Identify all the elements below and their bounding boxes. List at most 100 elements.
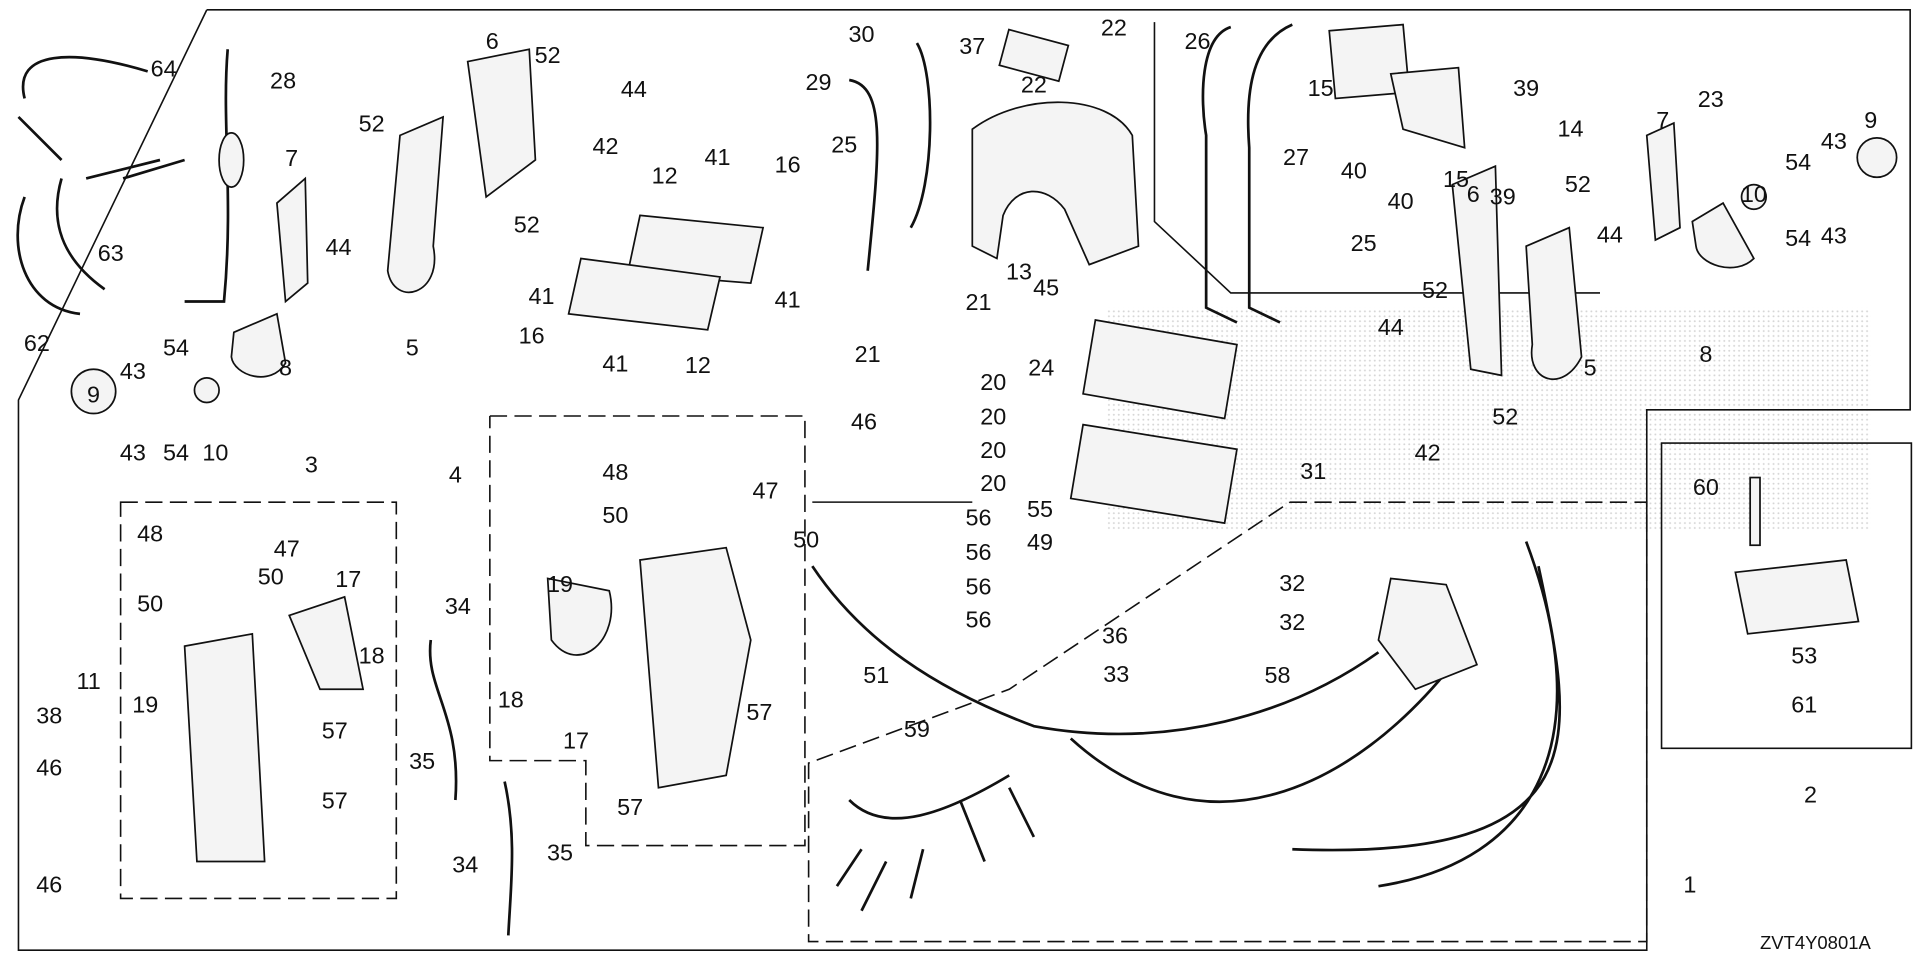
- part-callout: 3: [305, 452, 318, 478]
- part-callout: 46: [36, 871, 62, 897]
- part-callout: 6: [486, 28, 499, 54]
- part-callout: 15: [1308, 75, 1334, 101]
- part-callout: 50: [137, 591, 163, 617]
- part-callout: 39: [1513, 75, 1539, 101]
- part-callout: 27: [1283, 144, 1309, 170]
- part-callout: 54: [163, 335, 189, 361]
- part-callout: 62: [24, 330, 50, 356]
- part-callout: 34: [445, 593, 471, 619]
- part-callout: 18: [498, 687, 524, 713]
- part-callout: 49: [1027, 529, 1053, 555]
- part-callout: 20: [980, 437, 1006, 463]
- part-callout: 36: [1102, 623, 1128, 649]
- part-callout: 26: [1185, 28, 1211, 54]
- part-callout: 35: [409, 748, 435, 774]
- part-callout: 18: [359, 642, 385, 668]
- part-callout: 42: [1415, 439, 1441, 465]
- part-callout: 9: [1864, 107, 1877, 133]
- part-callout: 56: [965, 573, 991, 599]
- part-callout: 52: [514, 212, 540, 238]
- part-callout: 43: [1821, 128, 1847, 154]
- part-callout: 8: [1699, 341, 1712, 367]
- part-callout: 2: [1804, 781, 1817, 807]
- part-callout: 54: [163, 439, 189, 465]
- part-callout: 47: [753, 477, 779, 503]
- part-callout: 19: [547, 571, 573, 597]
- part-callout: 38: [36, 703, 62, 729]
- part-callout: 25: [1351, 230, 1377, 256]
- part-callout: 50: [602, 502, 628, 528]
- part-callout: 7: [285, 145, 298, 171]
- part-callout: 30: [849, 21, 875, 47]
- part-callout: 19: [132, 692, 158, 718]
- part-callout: 45: [1033, 274, 1059, 300]
- part-callout: 16: [775, 151, 801, 177]
- part-callout: 37: [959, 33, 985, 59]
- part-callout: 4: [449, 461, 462, 487]
- part-callout: 46: [36, 754, 62, 780]
- part-callout: 33: [1103, 661, 1129, 687]
- part-callout: 50: [258, 564, 284, 590]
- part-callout: 40: [1388, 188, 1414, 214]
- part-callout: 12: [685, 352, 711, 378]
- part-callout: 21: [855, 341, 881, 367]
- part-callout: 58: [1265, 662, 1291, 688]
- group-2-box: [1660, 442, 1913, 750]
- part-callout: 41: [602, 351, 628, 377]
- part-callout: 14: [1557, 116, 1583, 142]
- part-callout: 56: [965, 607, 991, 633]
- part-callout: 52: [359, 111, 385, 137]
- part-callout: 51: [863, 662, 889, 688]
- part-callout: 46: [851, 409, 877, 435]
- part-callout: 56: [965, 505, 991, 531]
- part-callout: 24: [1028, 354, 1054, 380]
- part-callout: 55: [1027, 496, 1053, 522]
- part-callout: 39: [1490, 183, 1516, 209]
- part-callout: 52: [1422, 277, 1448, 303]
- part-callout: 63: [98, 240, 124, 266]
- part-callout: 52: [1565, 171, 1591, 197]
- part-callout: 44: [325, 234, 351, 260]
- part-callout: 29: [805, 69, 831, 95]
- part-callout: 5: [406, 335, 419, 361]
- part-callout: 41: [705, 144, 731, 170]
- part-callout: 17: [335, 566, 361, 592]
- part-callout: 10: [1741, 181, 1767, 207]
- part-callout: 7: [1656, 107, 1669, 133]
- part-callout: 20: [980, 404, 1006, 430]
- group-3-box: [119, 501, 398, 900]
- part-callout: 16: [519, 322, 545, 348]
- part-callout: 31: [1300, 458, 1326, 484]
- part-callout: 32: [1279, 609, 1305, 635]
- part-callout: 20: [980, 470, 1006, 496]
- part-callout: 10: [202, 439, 228, 465]
- part-callout: 1: [1683, 871, 1696, 897]
- part-callout: 12: [652, 162, 678, 188]
- part-callout: 48: [602, 459, 628, 485]
- part-callout: 17: [563, 727, 589, 753]
- drawing-code: ZVT4Y0801A: [1760, 932, 1871, 953]
- part-callout: 57: [322, 717, 348, 743]
- part-callout: 9: [87, 381, 100, 407]
- part-callout: 21: [965, 289, 991, 315]
- part-callout: 25: [831, 132, 857, 158]
- part-callout: 43: [1821, 223, 1847, 249]
- part-callout: 11: [76, 668, 100, 694]
- part-callout: 57: [617, 794, 643, 820]
- part-callout: 54: [1785, 149, 1811, 175]
- part-callout: 15: [1443, 166, 1469, 192]
- part-callout: 22: [1021, 71, 1047, 97]
- part-callout: 34: [452, 852, 478, 878]
- outer-frame: [17, 9, 1911, 951]
- part-callout: 54: [1785, 225, 1811, 251]
- part-callout: 44: [1597, 221, 1623, 247]
- part-callout: 22: [1101, 15, 1127, 41]
- part-callout: 61: [1791, 692, 1817, 718]
- part-callout: 43: [120, 439, 146, 465]
- part-callout: 13: [1006, 258, 1032, 284]
- part-callout: 5: [1584, 354, 1597, 380]
- frame-divider: [1153, 22, 1600, 294]
- part-callout: 41: [529, 283, 555, 309]
- group-4-box: [489, 415, 806, 847]
